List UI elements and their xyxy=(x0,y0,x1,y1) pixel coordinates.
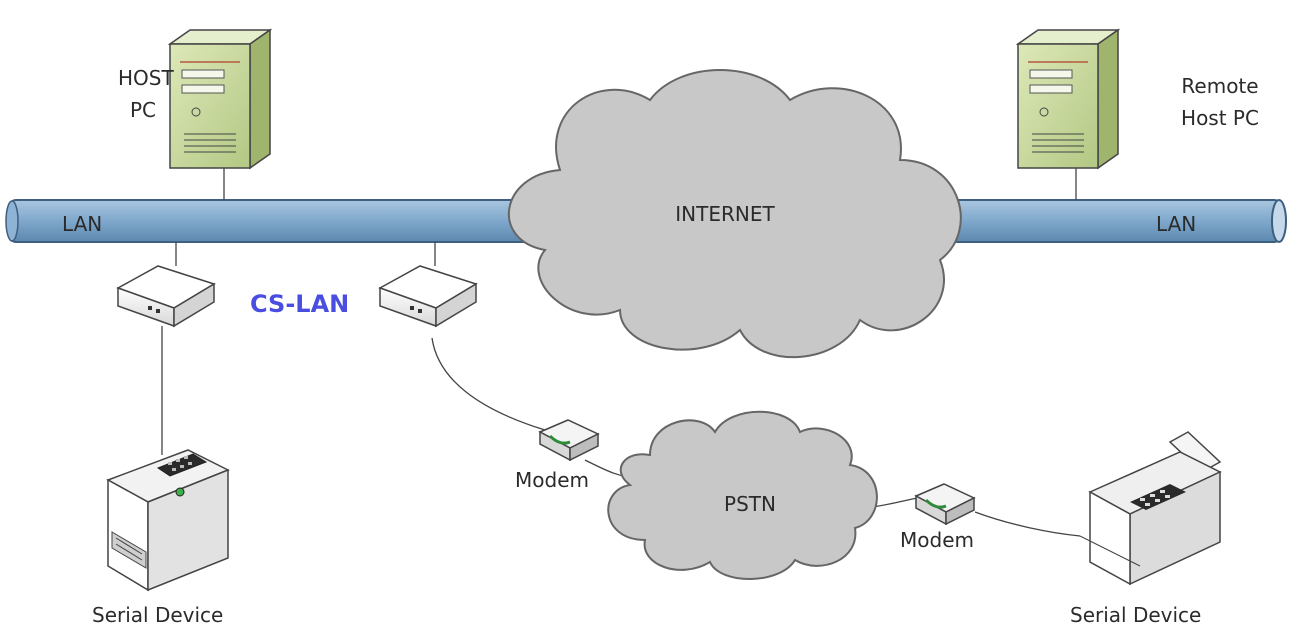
device-server-left-icon xyxy=(116,265,216,328)
modem-right-label: Modem xyxy=(900,528,974,552)
host-pc-label-line1: HOST xyxy=(118,66,174,90)
cs-lan-label: CS-LAN xyxy=(250,290,350,318)
fax-icon xyxy=(1079,431,1222,586)
host-pc-server-icon xyxy=(167,28,273,170)
host-pc-label-line2: PC xyxy=(129,98,157,122)
serial-device-right-label: Serial Device xyxy=(1070,603,1202,627)
lan-left-label: LAN xyxy=(62,212,103,236)
modem-right-icon xyxy=(914,483,976,526)
remote-host-label-line1: Remote xyxy=(1181,74,1259,98)
device-server-right-icon xyxy=(378,265,478,328)
lan-right-label: LAN xyxy=(1156,212,1197,236)
internet-cloud-icon xyxy=(507,69,962,359)
pstn-label: PSTN xyxy=(724,492,776,516)
modem-left-icon xyxy=(538,419,600,462)
connection-lines xyxy=(161,168,1081,537)
internet-label: INTERNET xyxy=(675,202,775,226)
remote-host-server-icon xyxy=(1015,28,1121,170)
serial-device-left-label: Serial Device xyxy=(92,603,224,627)
pstn-cloud-icon xyxy=(607,410,878,580)
remote-host-label-line2: Host PC xyxy=(1181,106,1259,130)
printer-icon xyxy=(106,449,230,592)
modem-left-label: Modem xyxy=(515,468,589,492)
